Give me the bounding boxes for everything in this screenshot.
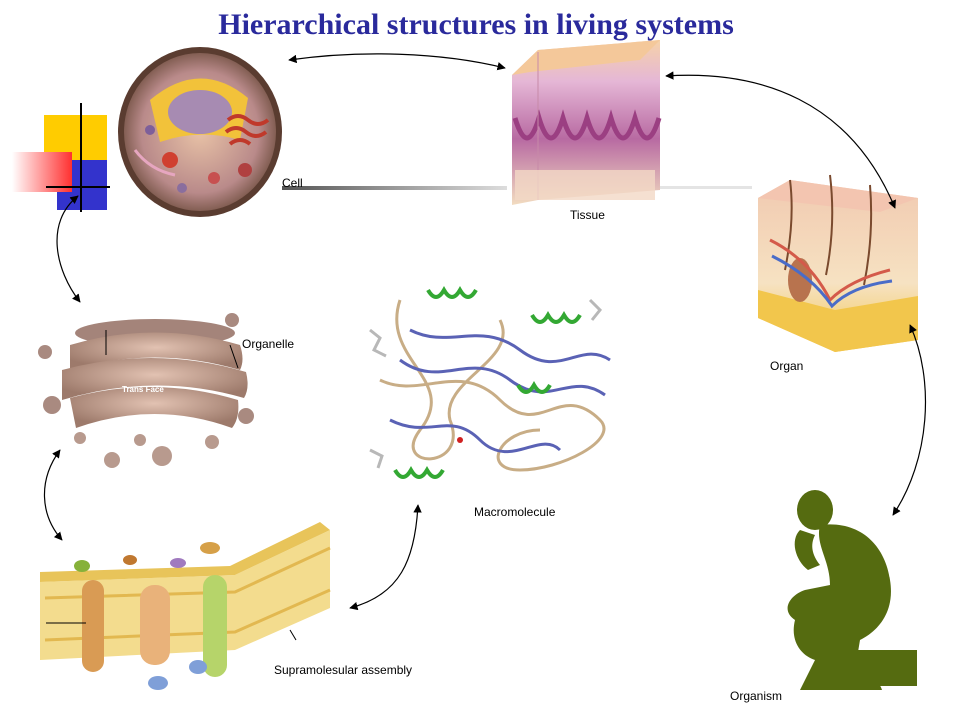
tissue-illustration (512, 40, 662, 205)
label-organ: Organ (770, 359, 804, 373)
label-organism: Organism (730, 689, 783, 703)
supramolecular-illustration (40, 522, 331, 690)
label-macromolecule: Macromolecule (474, 505, 556, 519)
arrow-cell-tissue (288, 53, 506, 71)
arrow-supramolecular-macromolecule (349, 504, 422, 611)
organism-illustration (787, 490, 917, 690)
organ-illustration (758, 174, 918, 352)
organelle-face-label: Trans Face (122, 385, 164, 394)
arrow-organelle-supramolecular (43, 449, 63, 541)
label-cell: Cell (282, 176, 303, 190)
label-tissue: Tissue (570, 208, 605, 222)
decorative-squares (12, 103, 110, 212)
arrow-tissue-organ (665, 71, 896, 209)
cell-illustration (118, 47, 282, 217)
slide-title: Hierarchical structures in living system… (218, 8, 734, 41)
label-supramolecular-assembly: Supramolesular assembly (274, 663, 413, 677)
arrow-cell-organelle (56, 195, 81, 303)
macromolecule-illustration (369, 285, 611, 479)
organelle-illustration: Trans Face (38, 313, 254, 468)
arrow-organ-organism (892, 324, 927, 516)
label-organelle: Organelle (242, 337, 295, 351)
hierarchy-arrows (43, 53, 927, 611)
